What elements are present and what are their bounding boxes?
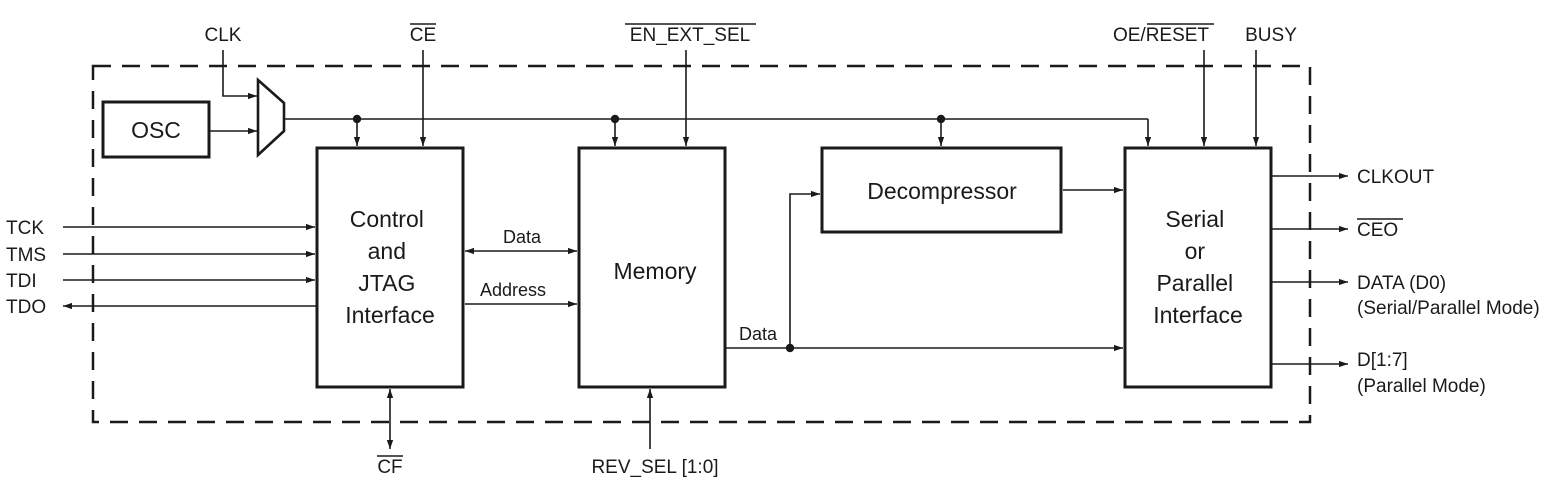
clk-wire	[222, 50, 257, 100]
serial-parallel-label: Serial or Parallel Interface	[1153, 206, 1243, 328]
busy-label: BUSY	[1245, 25, 1297, 46]
control-jtag-block	[315, 146, 465, 389]
memory-label: Memory	[613, 258, 697, 284]
data-d0-label: DATA (D0)	[1357, 273, 1446, 294]
clock-junction-decompressor	[936, 114, 946, 124]
cf-label: CF	[377, 457, 402, 478]
oe-reset-label: OE/RESET	[1113, 25, 1209, 46]
d17-mode-label: (Parallel Mode)	[1357, 376, 1486, 397]
decompressor-block	[820, 146, 1063, 234]
device-boundary	[91, 64, 1312, 424]
tdi-label: TDI	[6, 271, 37, 292]
clock-junction-control	[352, 114, 362, 124]
clock-junction-memory	[610, 114, 620, 124]
data-d0-mode-label: (Serial/Parallel Mode)	[1357, 298, 1540, 319]
clkout-label: CLKOUT	[1357, 167, 1434, 188]
memory-block	[577, 146, 727, 389]
rev-sel-label: REV_SEL [1:0]	[591, 457, 718, 478]
en-ext-sel-label: EN_EXT_SEL	[630, 25, 750, 46]
clk-label: CLK	[205, 25, 242, 46]
d17-label: D[1:7]	[1357, 350, 1408, 371]
ceo-label: CEO	[1357, 220, 1398, 241]
osc-block	[101, 100, 211, 159]
tms-label: TMS	[6, 245, 46, 266]
clock-mux	[256, 77, 286, 158]
memory-to-decompressor-wire	[789, 190, 820, 348]
tdo-label: TDO	[6, 297, 46, 318]
tck-label: TCK	[6, 218, 44, 239]
address-bus-label: Address	[480, 280, 546, 300]
oe-label: OE/	[1113, 25, 1146, 46]
ce-label: CE	[410, 25, 436, 46]
decompressor-label: Decompressor	[867, 178, 1017, 204]
serial-parallel-block	[1123, 146, 1273, 389]
osc-label: OSC	[131, 117, 181, 143]
memory-data-label: Data	[739, 324, 778, 344]
control-jtag-label: Control and JTAG Interface	[345, 206, 435, 328]
reset-label: RESET	[1146, 25, 1210, 46]
data-bus-label: Data	[503, 227, 542, 247]
